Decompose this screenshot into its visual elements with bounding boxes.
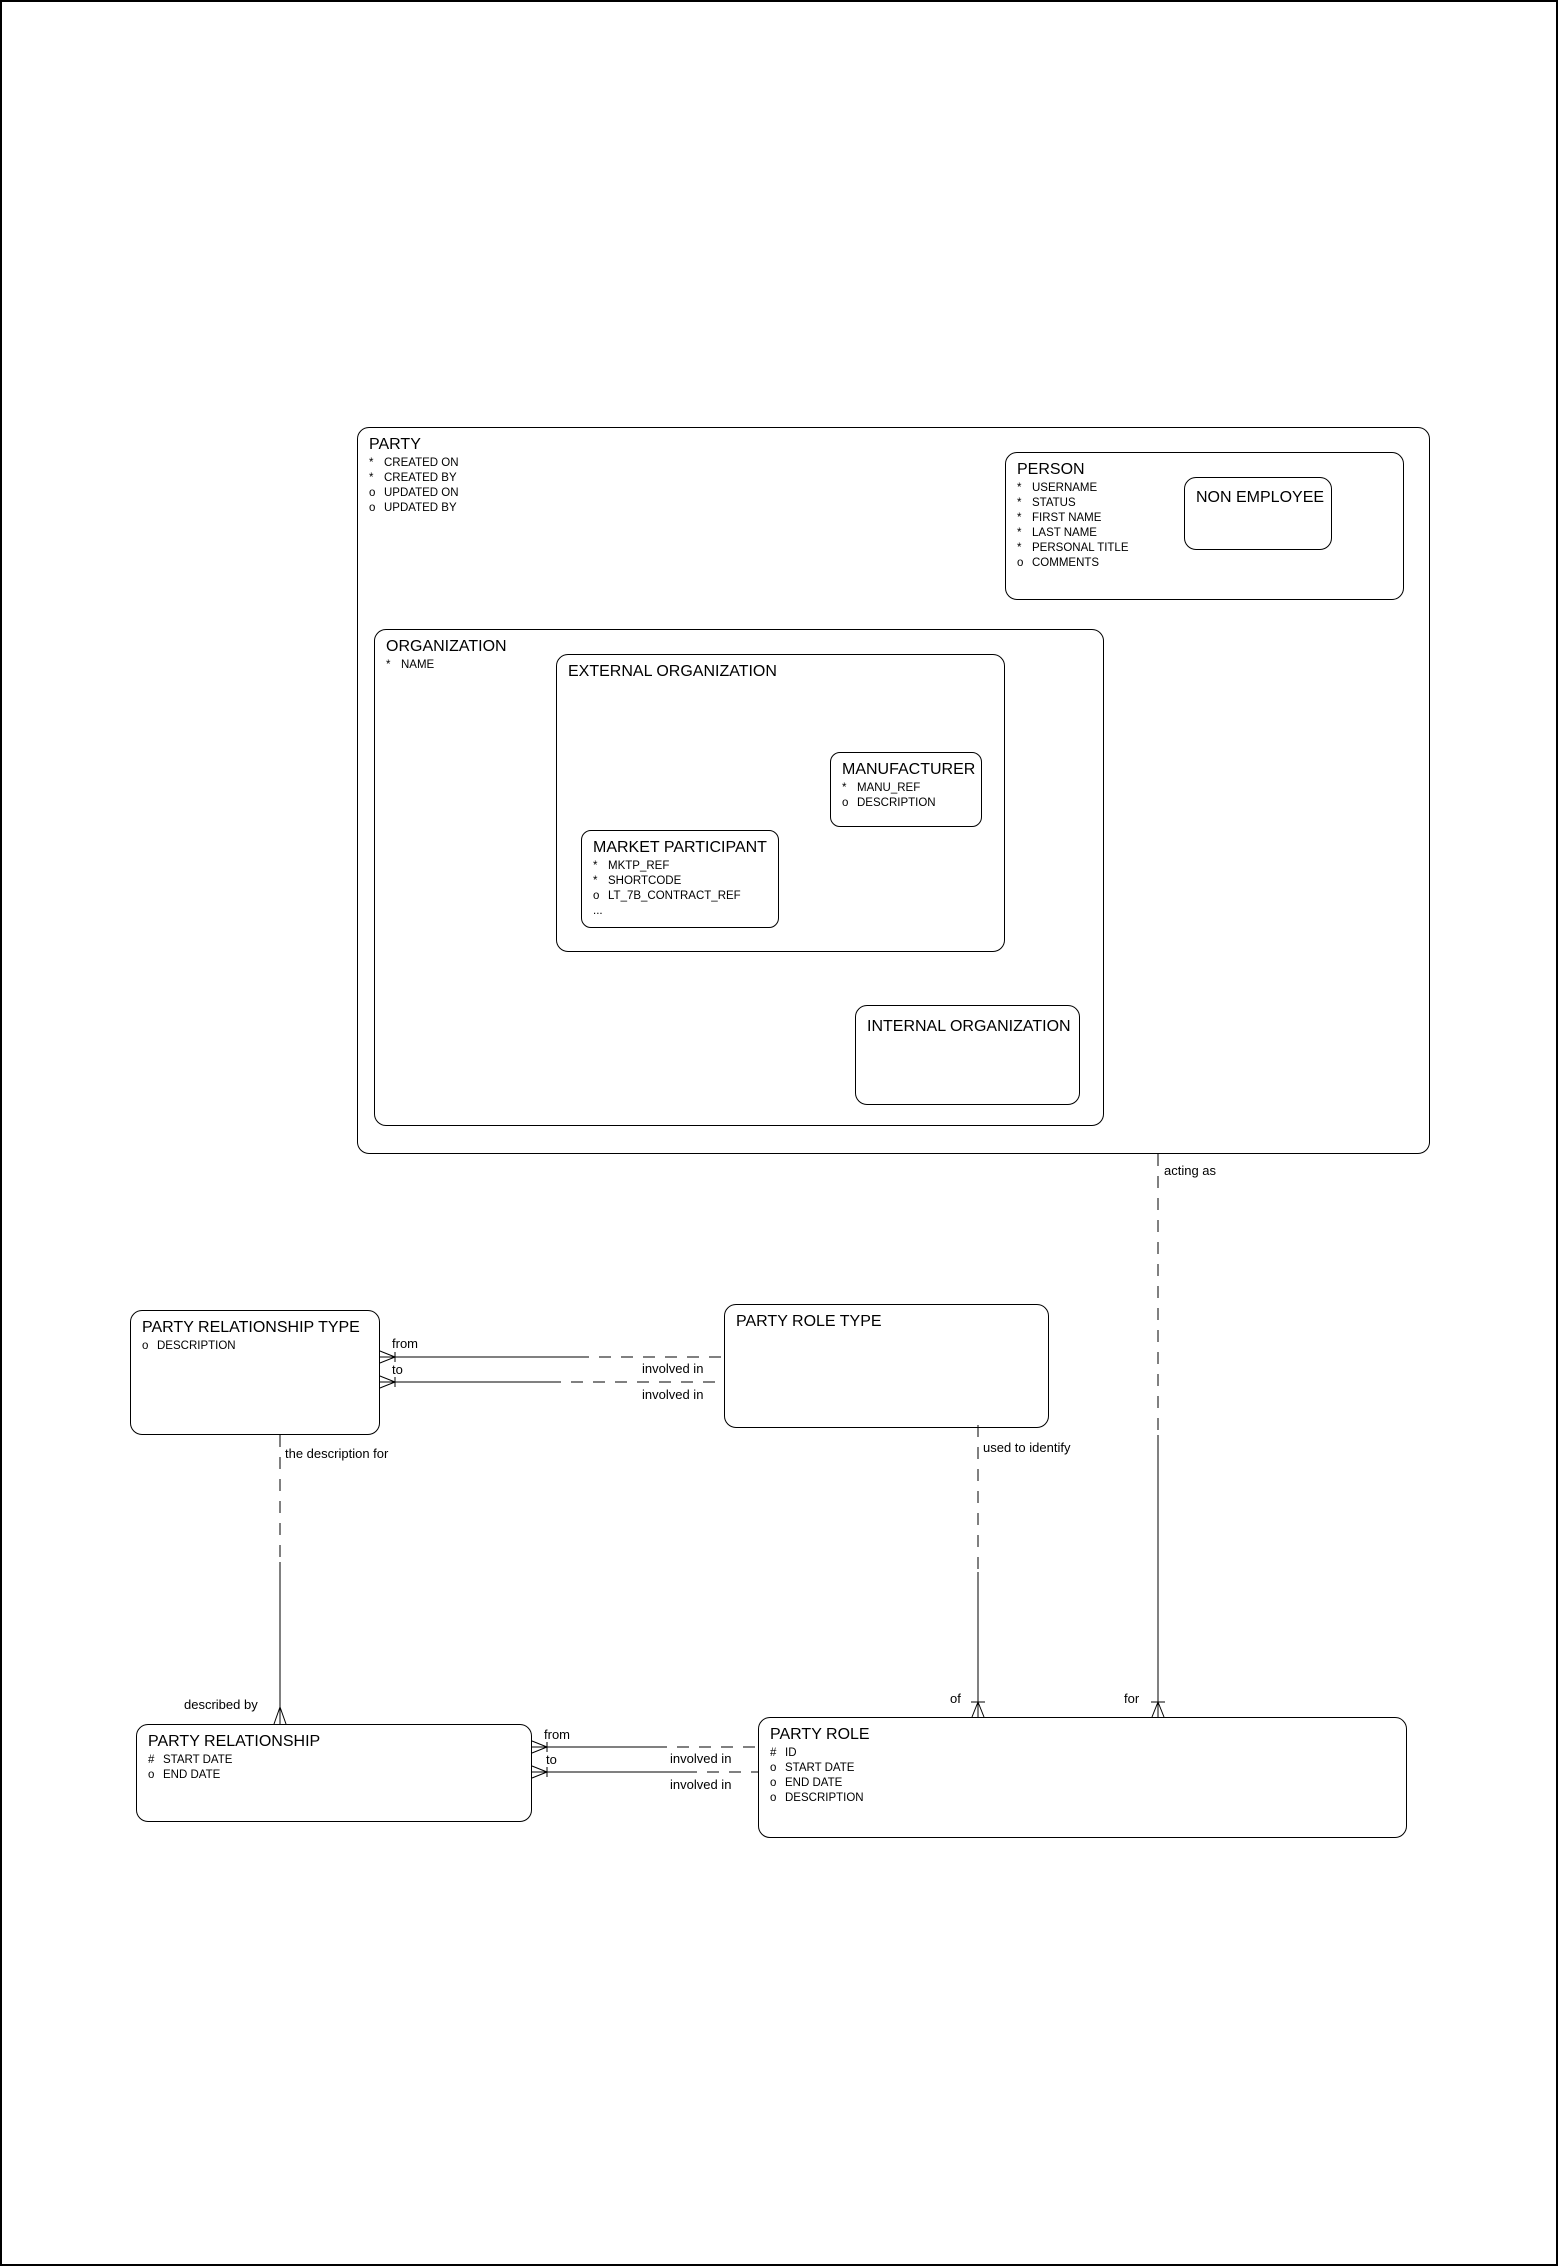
relationship-label-for: for [1124,1691,1140,1706]
entity-title: NON EMPLOYEE [1196,489,1325,506]
attribute-row: *SHORTCODE [593,875,682,887]
entity-title: PARTY ROLE TYPE [736,1313,882,1330]
attribute-row: *PERSONAL TITLE [1017,542,1129,554]
attribute-row: *MKTP_REF [593,860,670,872]
entity-title: ORGANIZATION [386,638,507,655]
attribute-row: *USERNAME [1017,482,1098,494]
crows-foot-icon [531,1765,548,1779]
entity-market-participant: MARKET PARTICIPANT *MKTP_REF *SHORTCODE … [581,830,779,928]
attribute-row: *CREATED BY [369,472,457,484]
relationship-label-from-type: from [392,1336,418,1351]
relationship-acting-as-line [1151,1154,1165,1718]
attribute-row: *CREATED ON [369,457,459,469]
entity-title: PARTY ROLE [770,1726,870,1743]
attribute-row: *LAST NAME [1017,527,1097,539]
relationship-label-used-to-identify: used to identify [983,1440,1071,1455]
crows-foot-icon [379,1350,396,1364]
attribute-row: *FIRST NAME [1017,512,1102,524]
crows-foot-icon [273,1706,287,1725]
relationship-label-involved-in-rel-2: involved in [670,1777,732,1792]
attribute-row: #ID [770,1747,797,1759]
entity-title: EXTERNAL ORGANIZATION [568,663,777,680]
relationship-label-from-rel: from [544,1727,570,1742]
entity-title: MARKET PARTICIPANT [593,839,767,856]
attribute-row: *NAME [386,659,435,671]
entity-non-employee: NON EMPLOYEE [1184,477,1332,550]
attribute-row: #START DATE [148,1754,233,1766]
relationship-label-to-rel: to [546,1752,557,1767]
relationship-from-rel-line [531,1740,758,1754]
relationship-label-described-by: described by [184,1697,258,1712]
relationship-label-of: of [950,1691,961,1706]
attribute-row: *STATUS [1017,497,1076,509]
entity-title: INTERNAL ORGANIZATION [867,1018,1071,1035]
entity-party-role-type: PARTY ROLE TYPE [724,1304,1049,1428]
relationship-label-involved-in-type-2: involved in [642,1387,704,1402]
entity-title: PARTY RELATIONSHIP [148,1733,321,1750]
entity-title: MANUFACTURER [842,761,976,778]
relationship-label-involved-in-rel-1: involved in [670,1751,732,1766]
entity-internal-organization: INTERNAL ORGANIZATION [855,1005,1080,1105]
crows-foot-icon [531,1740,548,1754]
attribute-row: ... [593,905,603,917]
relationship-label-acting-as: acting as [1164,1163,1217,1178]
attribute-row: *MANU_REF [842,782,921,794]
crows-foot-icon [971,1701,985,1718]
relationship-to-rel-line [531,1765,758,1779]
relationship-used-to-identify-line [971,1425,985,1718]
relationship-label-involved-in-type-1: involved in [642,1361,704,1376]
crows-foot-icon [1151,1701,1165,1718]
entity-title: PARTY RELATIONSHIP TYPE [142,1319,360,1336]
entity-title: PERSON [1017,461,1085,478]
relationship-to-type-line [379,1375,724,1389]
crows-foot-icon [379,1375,396,1389]
relationship-label-to-type: to [392,1362,403,1377]
relationship-label-the-description-for: the description for [285,1446,389,1461]
relationship-from-type-line [379,1350,724,1364]
relationship-description-line [273,1435,287,1725]
entity-title: PARTY [369,436,421,453]
